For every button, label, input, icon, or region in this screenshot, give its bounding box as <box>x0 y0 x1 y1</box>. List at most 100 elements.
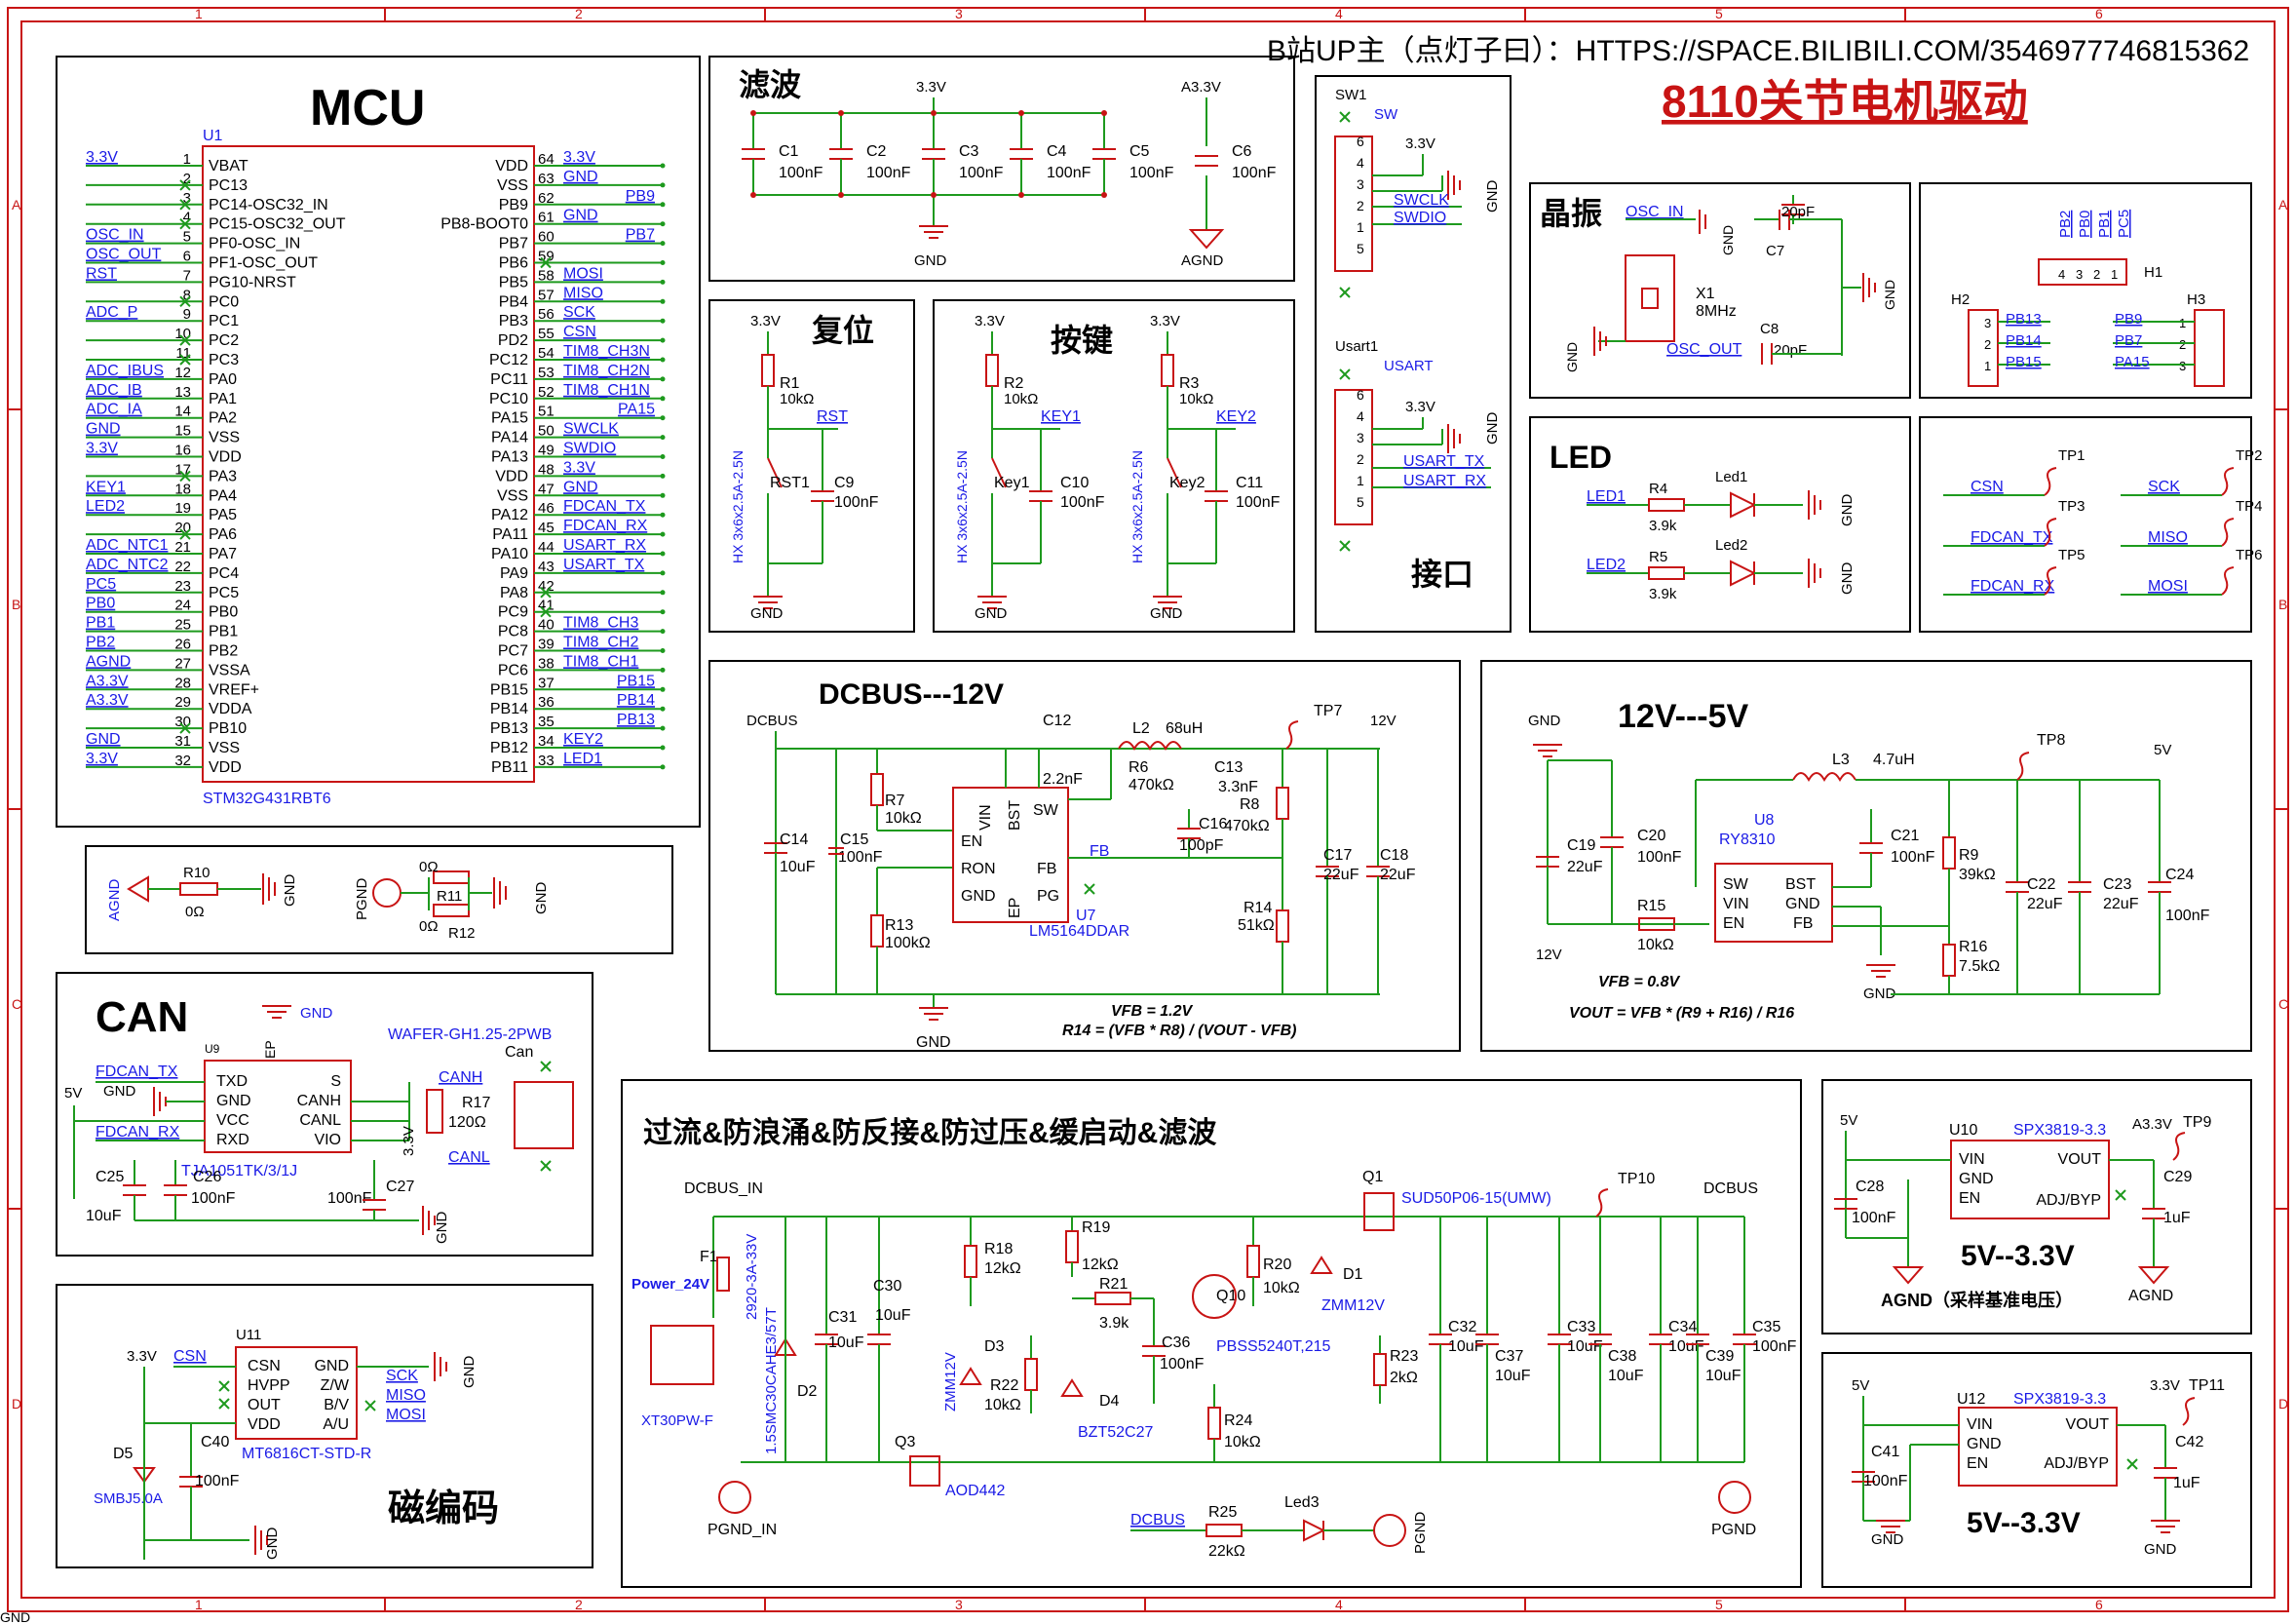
buck5-l3 <box>1792 772 1856 783</box>
protect-r20 <box>1246 1245 1260 1278</box>
mcu-pin-number: 58 <box>538 267 555 284</box>
net-end <box>660 725 666 731</box>
buck12-c12-value: 2.2nF <box>1043 771 1083 788</box>
interface-block: SW1SW6432153.3VGNDSWCLKSWDIOUsart1USART6… <box>1315 75 1512 633</box>
protect-q10-part: PBSS5240T,215 <box>1216 1338 1331 1355</box>
led-icon <box>1730 491 1757 519</box>
mcu-pin-number: 41 <box>538 598 555 614</box>
ldo1-pin: GND <box>1959 1171 1994 1187</box>
mcu-pin-number: 50 <box>538 423 555 440</box>
mcu-pin-name: PA7 <box>209 546 237 562</box>
no-connect-mark <box>1339 111 1351 123</box>
h2-pin-number: 3 <box>1984 316 1991 330</box>
mcu-pin-number: 32 <box>174 753 191 769</box>
tp-net: SCK <box>2148 479 2180 495</box>
h1-net: PB1 <box>2096 211 2113 238</box>
mcu-pin-name: PB11 <box>491 759 528 776</box>
filter-title: 滤波 <box>739 67 801 102</box>
encoder-pin: VDD <box>248 1416 281 1433</box>
can-gnd: GND <box>300 1005 333 1022</box>
capacitor-ref: C6 <box>1232 143 1252 160</box>
buck12-c16-value: 100pF <box>1179 837 1224 854</box>
mcu-pin-number: 61 <box>538 210 555 226</box>
crystal-osc-out: OSC_OUT <box>1666 341 1742 358</box>
protect-capacitor-ref: C37 <box>1495 1348 1523 1365</box>
usart-pin-number: 5 <box>1357 494 1364 510</box>
key-resistor-value: 10kΩ <box>1004 391 1038 407</box>
mcu-pin-name: PB4 <box>499 293 528 310</box>
mcu-pin-name: PB0 <box>209 604 238 621</box>
tp-net: MOSI <box>2148 578 2188 595</box>
mcu-pin-name: PC2 <box>209 332 239 349</box>
frame-row-label: A <box>12 197 21 213</box>
ldo1-c29-ref: C29 <box>2163 1169 2192 1185</box>
buck5-r9-value: 39kΩ <box>1959 867 1996 883</box>
buck5-pin: VIN <box>1723 896 1749 912</box>
buck5-c24-value: 100nF <box>2165 908 2210 924</box>
mcu-net-label: ADC_IBUS <box>86 363 164 379</box>
key-net: KEY2 <box>1216 408 1256 425</box>
ldo1-u10-chip <box>1950 1140 2110 1219</box>
junction-dot <box>838 110 844 116</box>
net-end <box>660 609 666 615</box>
junction-dot <box>838 192 844 198</box>
mcu-pin-number: 18 <box>174 481 191 497</box>
capacitor-value: 100nF <box>1129 165 1174 181</box>
mcu-pin-number: 8 <box>183 287 191 303</box>
can-connector <box>514 1081 574 1149</box>
ldo2-u12-chip <box>1958 1407 2118 1487</box>
no-connect-mark <box>179 334 191 346</box>
mcu-pin-name: PA5 <box>209 507 237 523</box>
h3-pin-number: 3 <box>2179 359 2186 373</box>
mcu-pin-number: 26 <box>174 637 191 653</box>
mcu-net-label: PB0 <box>86 596 115 612</box>
swd-pin-number: 1 <box>1357 219 1364 235</box>
swd-3v3: 3.3V <box>1405 135 1435 152</box>
mcu-pin-number: 27 <box>174 655 191 672</box>
protect-capacitor-ref: C38 <box>1608 1348 1636 1365</box>
protect-pgnd-icon-2 <box>1373 1514 1406 1547</box>
mcu-pin-number: 44 <box>538 539 555 556</box>
mcu-pin-number: 54 <box>538 345 555 362</box>
mcu-pin-name: PB3 <box>499 313 528 329</box>
buck5-tp8-ref: TP8 <box>2037 732 2065 749</box>
encoder-u11-ref: U11 <box>236 1327 261 1343</box>
protect-q1-part: SUD50P06-15(UMW) <box>1401 1190 1551 1207</box>
reset-switch-part: HX 3x6x2.5A-2.5N <box>730 450 746 563</box>
usart-pin-number: 6 <box>1357 387 1364 403</box>
can-pin: VCC <box>216 1112 249 1129</box>
mcu-pin-number: 38 <box>538 655 555 672</box>
mcu-net-label: GND <box>563 208 598 224</box>
net-end <box>660 376 666 382</box>
ldo1-c29-value: 1uF <box>2163 1210 2191 1226</box>
protect-capacitor-value: 10uF <box>1448 1338 1484 1355</box>
reset-capacitor-value: 100nF <box>834 494 879 511</box>
key-capacitor-ref: C10 <box>1060 475 1089 491</box>
encoder-sck: SCK <box>386 1368 418 1384</box>
mcu-net-label: CSN <box>563 324 596 340</box>
net-end <box>660 686 666 692</box>
protect-r20-ref: R20 <box>1263 1257 1291 1273</box>
mcu-net-label: A3.3V <box>86 692 129 709</box>
reset-title: 复位 <box>812 313 874 348</box>
protect-r24-value: 10kΩ <box>1224 1434 1261 1450</box>
buck5-tp8-icon <box>2016 752 2030 781</box>
protect-dcbus: DCBUS <box>1703 1180 1758 1197</box>
buck12-r14-value: 51kΩ <box>1238 917 1275 934</box>
protect-led3-ref: Led3 <box>1284 1494 1320 1511</box>
protect-pgnd: PGND <box>1711 1522 1756 1538</box>
buck12-eq2: R14 = (VFB * R8) / (VOUT - VFB) <box>1062 1023 1296 1039</box>
encoder-gnd: GND <box>461 1356 478 1389</box>
can-fdtx: FDCAN_TX <box>96 1063 178 1080</box>
mcu-pin-name: PA10 <box>491 546 528 562</box>
key-resistor-ref: R2 <box>1004 375 1024 392</box>
no-connect-mark <box>179 179 191 191</box>
protect-f1 <box>716 1257 730 1292</box>
protect-c30-ref: C30 <box>873 1278 901 1295</box>
protect-connector <box>650 1325 714 1385</box>
h2-header <box>1968 309 1999 387</box>
mcu-pin-name: PC0 <box>209 293 239 310</box>
mcu-net-label: PB7 <box>626 227 655 244</box>
tp-net: CSN <box>1971 479 2004 495</box>
